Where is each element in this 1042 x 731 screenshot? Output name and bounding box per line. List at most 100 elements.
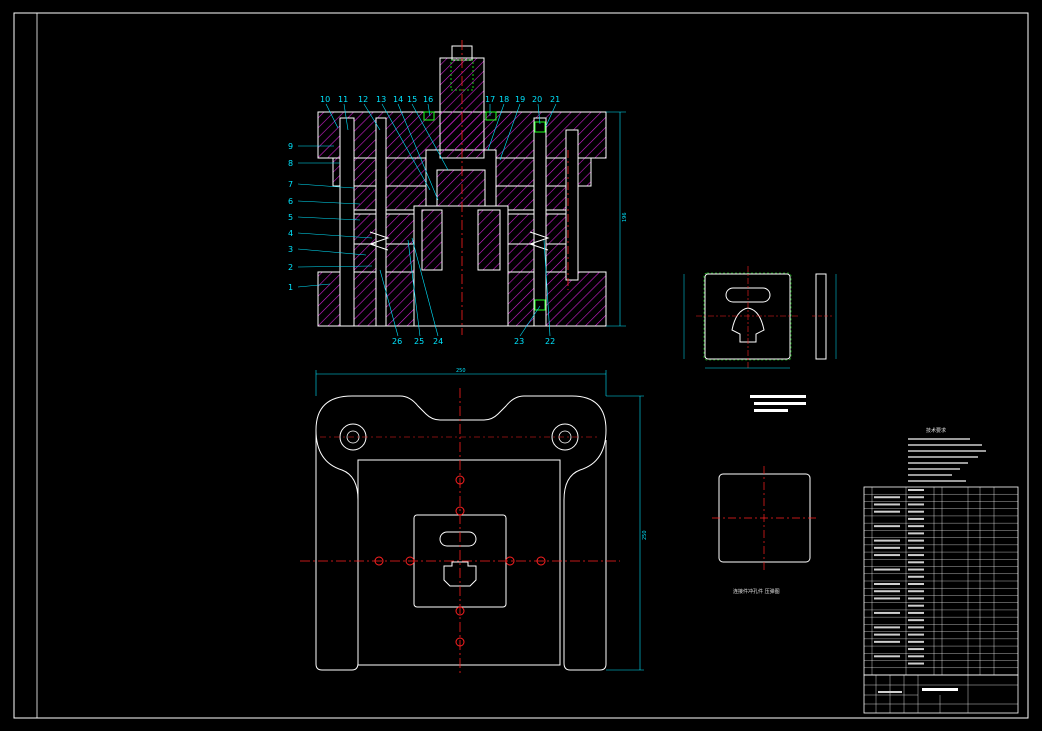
guide-post-right <box>565 129 579 281</box>
parts-list-entry-mark <box>908 496 924 499</box>
guide-pin-right <box>533 117 547 327</box>
parts-list-entry-mark <box>908 503 924 506</box>
part-side-view <box>815 273 827 360</box>
callout-5: 5 <box>288 213 293 222</box>
parts-list-entry-mark <box>908 597 924 600</box>
parts-list-entry-mark <box>908 554 924 557</box>
plate-width-dim: 250 <box>456 368 466 374</box>
callout-15: 15 <box>407 95 417 104</box>
parts-list-entry-mark <box>874 640 900 643</box>
guide-post-left <box>339 117 355 327</box>
parts-list-entry-mark <box>908 619 924 622</box>
shank-thread <box>450 59 474 91</box>
blank-caption: 连接件冲孔件 压弹图 <box>733 588 780 595</box>
screw-head-4 <box>534 299 546 311</box>
parts-list-entry-mark <box>874 590 900 593</box>
parts-list-entry-mark <box>908 655 924 658</box>
parts-list-entry-mark <box>908 546 924 549</box>
insert-right <box>477 209 501 271</box>
parts-list-entry-mark <box>874 546 900 549</box>
plan-outline-top <box>315 395 607 671</box>
title-block <box>863 674 1019 714</box>
part-label-bar-1 <box>750 395 806 398</box>
parts-list-entry-mark <box>908 604 924 607</box>
callout-8: 8 <box>288 159 293 168</box>
spring-left <box>368 231 390 251</box>
parts-list-entry-mark <box>908 489 924 491</box>
parts-list-entry-mark <box>908 640 924 643</box>
callout-4: 4 <box>288 229 293 238</box>
parts-list-entry-mark <box>908 633 924 636</box>
parts-list-entry-mark <box>908 517 924 520</box>
parts-list-entry-mark <box>908 568 924 571</box>
callout-25: 25 <box>414 337 424 346</box>
callout-13: 13 <box>376 95 386 104</box>
callout-19: 19 <box>515 95 525 104</box>
parts-list-entry-mark <box>874 568 900 571</box>
parts-list-entry-mark <box>874 626 900 629</box>
callout-18: 18 <box>499 95 509 104</box>
parts-list-entry-mark <box>908 525 924 528</box>
parts-list-entry-mark <box>908 561 924 564</box>
callout-3: 3 <box>288 245 293 254</box>
parts-list-entry-mark <box>908 510 924 513</box>
parts-list-entry-mark <box>874 503 900 506</box>
parts-list-entry-mark <box>874 510 900 513</box>
callout-7: 7 <box>288 180 293 189</box>
profile-hole <box>443 561 477 587</box>
section-view: 196 <box>317 40 628 335</box>
title-block-name-bar <box>922 688 958 691</box>
plan-outline-left <box>315 429 359 671</box>
parts-list-entry-mark <box>874 496 900 499</box>
callout-16: 16 <box>423 95 433 104</box>
callouts-left: 9 8 7 6 5 4 3 2 1 <box>288 142 373 292</box>
parts-list-entry-mark <box>908 626 924 629</box>
callout-6: 6 <box>288 197 293 206</box>
parts-list-entry-mark <box>874 655 900 658</box>
parts-list <box>863 486 1019 676</box>
callout-10: 10 <box>320 95 330 104</box>
parts-list-entry-mark <box>908 648 924 651</box>
slot-hole <box>439 531 477 547</box>
parts-list-entry-mark <box>874 525 900 528</box>
callout-17: 17 <box>485 95 495 104</box>
screw-head-2 <box>485 111 497 121</box>
callout-22: 22 <box>545 337 555 346</box>
technical-notes: 技术要求 <box>908 427 986 482</box>
guide-pin-left <box>375 117 387 327</box>
part-outline <box>704 273 791 360</box>
parts-list-entry-mark <box>874 611 900 614</box>
parts-list-entry-mark <box>874 597 900 600</box>
callout-20: 20 <box>532 95 542 104</box>
part-profile <box>731 307 765 343</box>
callout-26: 26 <box>392 337 402 346</box>
callout-23: 23 <box>514 337 524 346</box>
callouts-top: 10 11 12 13 14 15 16 17 18 19 20 21 <box>320 95 560 201</box>
callouts-bottom: 26 25 24 23 22 <box>379 237 555 346</box>
parts-list-entry-mark <box>908 611 924 614</box>
callout-2: 2 <box>288 263 293 272</box>
part-view <box>683 266 837 369</box>
parts-list-entry-mark <box>908 662 924 665</box>
notes-title: 技术要求 <box>926 427 946 434</box>
part-label-bar-2 <box>754 402 806 405</box>
punch <box>436 169 486 207</box>
parts-list-entry-mark <box>908 532 924 535</box>
callout-9: 9 <box>288 142 293 151</box>
callout-21: 21 <box>550 95 560 104</box>
callout-11: 11 <box>338 95 348 104</box>
plan-view: 250 250 <box>300 368 648 676</box>
callout-12: 12 <box>358 95 368 104</box>
plate-height-dim: 250 <box>642 530 648 540</box>
callout-24: 24 <box>433 337 443 346</box>
parts-list-entry-mark <box>874 554 900 557</box>
section-height-dim: 196 <box>622 212 628 222</box>
parts-list-entry-mark <box>908 539 924 542</box>
parts-list-entry-mark <box>874 633 900 636</box>
parts-list-entry-mark <box>874 583 900 585</box>
parts-list-entry-mark <box>908 590 924 593</box>
inner-frame <box>36 12 1029 719</box>
spring-right <box>528 231 550 251</box>
parts-list-entry-mark <box>908 575 924 578</box>
